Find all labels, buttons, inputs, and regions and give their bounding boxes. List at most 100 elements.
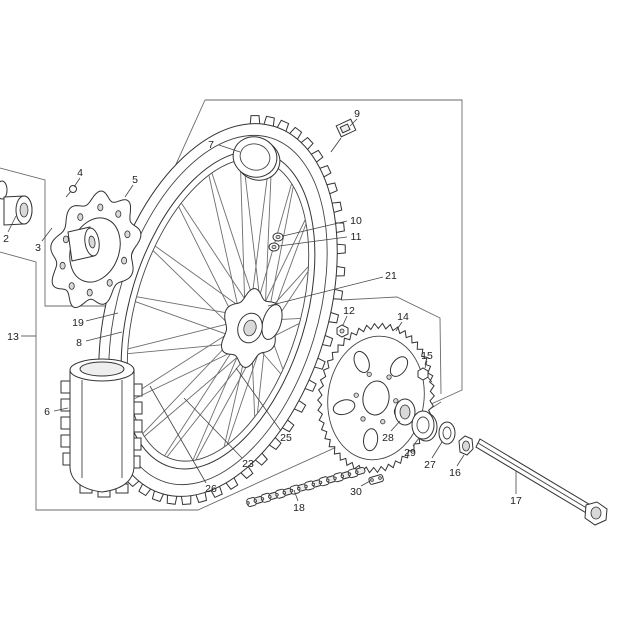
callout-5: 5 <box>132 174 138 186</box>
sprocket-nut <box>336 324 349 338</box>
chain-pin <box>260 497 265 501</box>
hub-sleeve <box>67 226 100 262</box>
callout-14: 14 <box>397 311 409 323</box>
callout-23: 23 <box>242 458 254 470</box>
spoke <box>223 353 246 448</box>
callout-21: 21 <box>385 270 397 282</box>
spoke <box>211 172 255 303</box>
disc-hole <box>115 210 122 218</box>
chain-pin <box>297 486 301 491</box>
spoke <box>192 351 240 461</box>
callout-18: 18 <box>293 502 305 514</box>
callout-17: 17 <box>510 495 522 507</box>
callout-25: 25 <box>280 432 292 444</box>
disc-hole <box>106 279 113 287</box>
spoke <box>250 162 270 303</box>
sprocket-cutout <box>332 399 356 416</box>
chain-pin <box>268 495 272 499</box>
sprocket-bolt-hole <box>380 419 386 425</box>
chain-pin <box>282 491 286 495</box>
sprocket-bolt <box>417 367 433 383</box>
disc-hole <box>97 203 104 212</box>
sprocket-bolt-hole <box>386 374 392 380</box>
spoke <box>242 159 261 305</box>
spoke <box>178 206 235 319</box>
brake-disc-holes <box>59 203 131 297</box>
valve-cap <box>330 118 357 153</box>
disc-hole <box>86 288 93 297</box>
callout-8: 8 <box>76 337 82 349</box>
spoke <box>144 352 243 437</box>
rear-sprocket <box>317 322 435 474</box>
inner-tube <box>79 361 125 377</box>
sprocket-bolt-hole <box>393 398 399 404</box>
chain-pin <box>253 499 257 503</box>
rear-axle <box>475 438 608 526</box>
disc-hole <box>62 235 69 244</box>
wheel-bearing <box>394 398 416 426</box>
spoke <box>127 343 234 355</box>
callout-30: 30 <box>350 486 362 498</box>
disc-hole <box>68 282 75 290</box>
chain-pin <box>340 474 344 478</box>
spoke <box>166 352 250 458</box>
callout-9: 9 <box>354 108 360 120</box>
callout-12: 12 <box>343 305 355 317</box>
drive-chain <box>246 466 366 507</box>
spoke <box>154 245 242 309</box>
callout-28: 28 <box>382 432 394 444</box>
sprocket-bolt-hole <box>366 371 372 377</box>
callout-16: 16 <box>449 467 461 479</box>
sprocket-cutout <box>353 350 370 374</box>
callout-13: 13 <box>7 331 19 343</box>
spoke-nipples <box>268 232 284 252</box>
spoke <box>195 350 256 461</box>
axle-washer <box>438 421 456 445</box>
callout-3: 3 <box>35 242 41 254</box>
spoke <box>226 344 262 446</box>
chain-pin <box>289 488 294 493</box>
spoke <box>239 159 246 306</box>
chain-pin <box>318 480 323 485</box>
left-spacer <box>0 180 33 226</box>
wheel-spacer <box>411 410 438 442</box>
callout-4: 4 <box>77 167 83 179</box>
callout-labels: 2 3 4 5 6 7 8 9 10 11 12 13 14 15 16 17 … <box>3 108 522 514</box>
callout-27: 27 <box>424 459 436 471</box>
disc-hole <box>59 261 66 270</box>
chain-pin <box>326 478 330 482</box>
spoke <box>180 202 249 305</box>
rear-hub <box>220 288 283 368</box>
callout-11: 11 <box>351 231 362 243</box>
disc-hole <box>124 230 131 239</box>
chain-master-link <box>368 474 384 485</box>
sprocket-bolt-hole <box>360 416 366 422</box>
rim-tape <box>232 136 281 181</box>
disc-bolt <box>65 185 77 198</box>
callout-7: 7 <box>208 139 214 151</box>
spoke <box>208 175 240 312</box>
spoke <box>264 164 272 310</box>
chain-pin <box>333 476 337 480</box>
tire-section <box>60 358 143 498</box>
chain-pin <box>347 472 352 476</box>
chain-pin <box>311 482 315 487</box>
spoke <box>262 219 306 307</box>
sprocket-bolt-hole <box>353 392 359 398</box>
callout-19: 19 <box>72 317 84 329</box>
spoke <box>152 250 233 328</box>
chain-pin <box>355 470 359 474</box>
chain-pin <box>246 501 250 505</box>
disc-hole <box>77 213 84 221</box>
spoke <box>164 346 236 457</box>
callout-2: 2 <box>3 233 9 245</box>
callout-15: 15 <box>421 350 433 362</box>
sprocket-cutout <box>363 428 379 452</box>
spoke <box>267 186 294 317</box>
spoke <box>129 331 232 397</box>
callout-29: 29 <box>404 447 416 459</box>
callout-26: 26 <box>205 483 217 495</box>
sprocket-cutout <box>389 356 409 377</box>
spoke <box>136 296 237 316</box>
